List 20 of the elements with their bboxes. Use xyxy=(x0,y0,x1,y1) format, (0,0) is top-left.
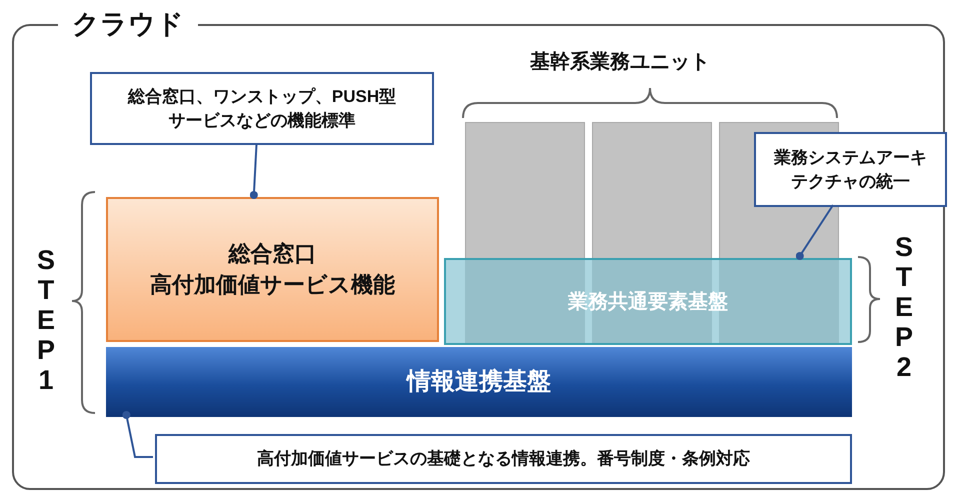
unit-column xyxy=(465,122,585,258)
callout-box xyxy=(90,72,434,145)
box-label: 総合窓口高付加価値サービス機能 xyxy=(149,240,396,298)
platform-band xyxy=(106,347,852,417)
callout-text: 業務システムアーキテクチャの統一 xyxy=(773,146,928,192)
function-box xyxy=(106,197,439,342)
box-label: 情報連携基盤 xyxy=(405,367,552,398)
callout-text: 高付加価値サービスの基礎となる情報連携。番号制度・条例対応 xyxy=(256,448,751,470)
leader-line xyxy=(796,204,834,260)
callout-tooltip xyxy=(754,132,947,207)
step-label: STEP2 xyxy=(888,232,919,382)
group-heading: 基幹系業務ユニット xyxy=(530,50,710,75)
step-label: STEP1 xyxy=(30,245,61,395)
box-label: 業務共通要素基盤 xyxy=(567,290,729,314)
leader-line xyxy=(122,411,153,458)
callout-box xyxy=(155,434,852,484)
platform-box xyxy=(444,258,852,345)
leader-line xyxy=(250,142,258,199)
unit-column xyxy=(592,122,712,258)
callout-text: 総合窓口、ワンストップ、PUSH型サービスなどの機能標準 xyxy=(126,86,398,132)
